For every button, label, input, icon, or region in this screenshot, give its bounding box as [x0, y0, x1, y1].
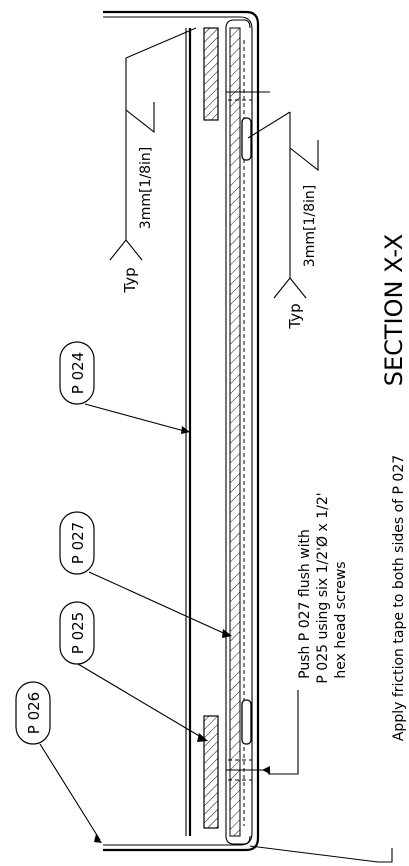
spacer-p025-bottom — [203, 715, 219, 829]
note-friction-text: Apply friction tape to both sides of P 0… — [391, 455, 407, 741]
weld-symbol-lower: Typ 3mm[1/8in] — [247, 111, 319, 330]
liner-p027 — [225, 19, 251, 845]
balloon-label: P 026 — [25, 692, 43, 734]
weld-beads — [241, 117, 252, 745]
note-push-line2: P 025 using six 1/2'Ø x 1/2' — [315, 492, 331, 683]
balloon-p026: P 026 — [15, 681, 102, 843]
weld-typ-label: Typ — [286, 303, 304, 329]
balloon-p025: P 025 — [59, 601, 208, 742]
weld-size-label: 3mm[1/8in] — [302, 185, 318, 267]
note-push-line3: hex head screws — [333, 561, 349, 678]
weld-typ-label: Typ — [121, 267, 139, 293]
weld-size-label: 3mm[1/8in] — [138, 147, 154, 229]
spacer-p025-top — [203, 27, 219, 121]
note-friction: Apply friction tape to both sides of P 0… — [249, 455, 407, 863]
note-push-line1: Push P 027 flush with — [297, 529, 313, 679]
balloon-label: P 025 — [69, 612, 87, 654]
balloon-label: P 027 — [69, 522, 87, 564]
balloon-p027: P 027 — [59, 511, 232, 638]
balloon-label: P 024 — [69, 352, 87, 394]
section-title: SECTION X-X — [380, 234, 408, 387]
screw-markers — [226, 91, 270, 781]
balloon-p024: P 024 — [59, 341, 190, 434]
note-push: Push P 027 flush with P 025 using six 1/… — [268, 492, 349, 775]
weld-symbol-upper: Typ 3mm[1/8in] — [109, 27, 197, 294]
